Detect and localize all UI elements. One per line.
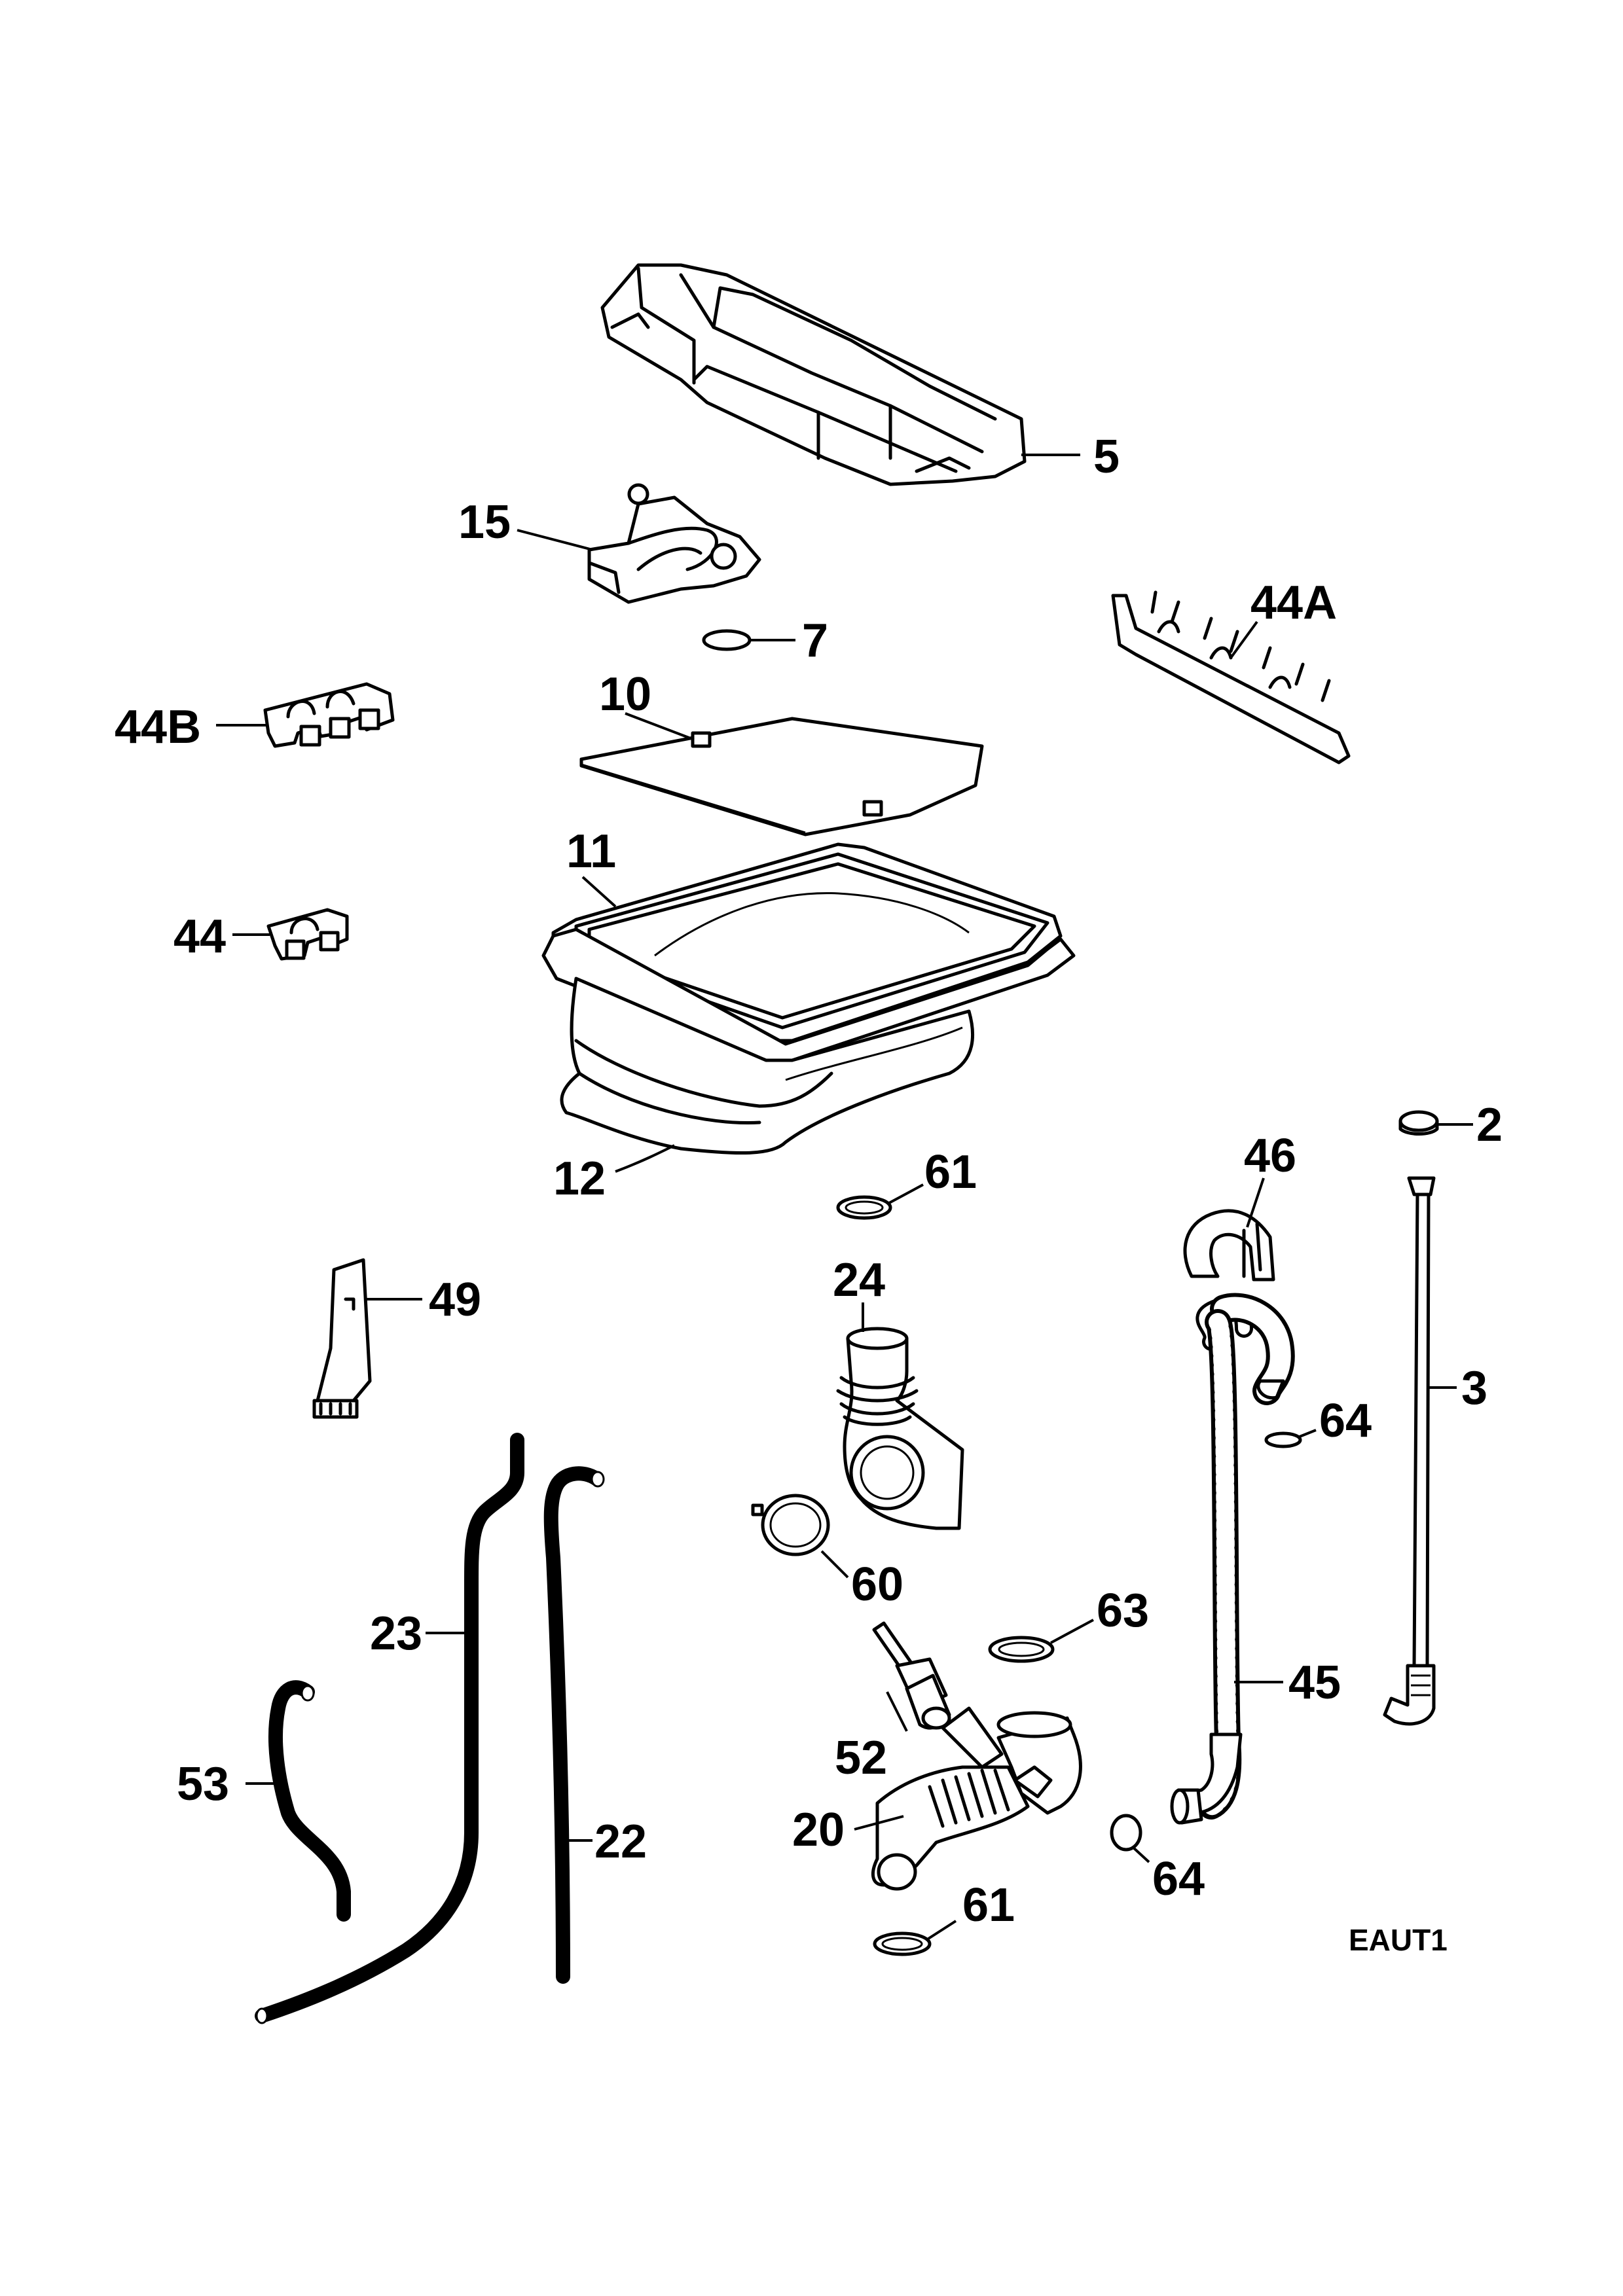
leader-52 xyxy=(886,1691,908,1732)
label-64b: 64 xyxy=(1152,1853,1205,1905)
label-44b: 44B xyxy=(115,701,201,753)
part-5-dispenser-housing xyxy=(600,263,1027,486)
part-61-clamp-upper xyxy=(836,1195,892,1220)
part-20-drain-pipe xyxy=(871,1706,1082,1891)
leader-20 xyxy=(854,1815,904,1831)
label-61a: 61 xyxy=(924,1146,977,1198)
leader-63 xyxy=(1050,1619,1094,1644)
leader-61a xyxy=(888,1183,924,1204)
label-46: 46 xyxy=(1244,1130,1296,1182)
reference-code: EAUT1 xyxy=(1349,1923,1448,1957)
leader-11 xyxy=(581,876,617,908)
label-15: 15 xyxy=(458,496,511,548)
label-23: 23 xyxy=(370,1607,422,1660)
part-53-hose xyxy=(268,1680,351,1922)
leader-15 xyxy=(517,529,593,551)
part-46-hose-guide xyxy=(1183,1209,1275,1282)
part-23-hose-tip xyxy=(255,2007,268,2024)
leader-12 xyxy=(615,1144,675,1173)
label-44a: 44A xyxy=(1250,577,1337,629)
part-64-clamp-lower xyxy=(1110,1814,1142,1852)
part-12-door-bellows xyxy=(560,977,975,1155)
part-44-clip xyxy=(266,908,349,961)
part-64-clamp-upper xyxy=(1264,1431,1302,1448)
part-61-clamp-lower xyxy=(873,1931,932,1956)
leader-64a xyxy=(1299,1429,1317,1438)
leader-44a xyxy=(1230,620,1258,659)
part-2-cap xyxy=(1398,1110,1439,1136)
label-12: 12 xyxy=(553,1153,606,1205)
label-7: 7 xyxy=(802,615,828,667)
part-49-bracket xyxy=(312,1258,372,1419)
part-15-valve xyxy=(587,483,761,604)
label-63: 63 xyxy=(1097,1585,1149,1637)
part-10-lid-seal xyxy=(579,717,984,836)
label-61b: 61 xyxy=(962,1879,1015,1931)
label-22: 22 xyxy=(594,1816,647,1868)
part-52-pressure-chamber xyxy=(872,1621,951,1730)
part-22-hose xyxy=(543,1466,604,1984)
part-60-clamp-ring xyxy=(751,1494,830,1556)
label-5: 5 xyxy=(1093,431,1120,483)
label-10: 10 xyxy=(599,668,651,721)
part-23-hose xyxy=(255,1433,524,2023)
label-45: 45 xyxy=(1288,1657,1341,1709)
label-64a: 64 xyxy=(1319,1395,1372,1447)
leader-64b xyxy=(1131,1846,1150,1863)
label-20: 20 xyxy=(792,1804,845,1856)
leader-60 xyxy=(820,1550,849,1579)
label-24: 24 xyxy=(833,1254,885,1306)
label-2: 2 xyxy=(1476,1099,1503,1151)
label-60: 60 xyxy=(851,1558,903,1611)
part-63-clamp xyxy=(988,1636,1055,1663)
part-44b-triple-clip xyxy=(263,682,395,748)
label-44: 44 xyxy=(173,910,226,963)
part-24-drain-bellows xyxy=(836,1327,964,1530)
leader-10 xyxy=(625,712,695,741)
part-22-hose-tip xyxy=(591,1471,605,1488)
part-3-inlet-hose xyxy=(1383,1176,1436,1726)
leader-61b xyxy=(927,1920,957,1940)
part-45-drain-hose xyxy=(1170,1293,1295,1825)
part-53-hose-tip xyxy=(301,1685,315,1702)
label-52: 52 xyxy=(835,1732,887,1784)
part-7-o-ring xyxy=(702,629,752,651)
part-11-gasket-frame xyxy=(541,842,1076,1062)
label-3: 3 xyxy=(1461,1362,1487,1414)
label-53: 53 xyxy=(177,1758,229,1810)
label-49: 49 xyxy=(429,1274,481,1326)
label-11: 11 xyxy=(566,825,616,878)
leader-46 xyxy=(1246,1177,1265,1228)
part-44a-harness-rail xyxy=(1111,590,1351,764)
